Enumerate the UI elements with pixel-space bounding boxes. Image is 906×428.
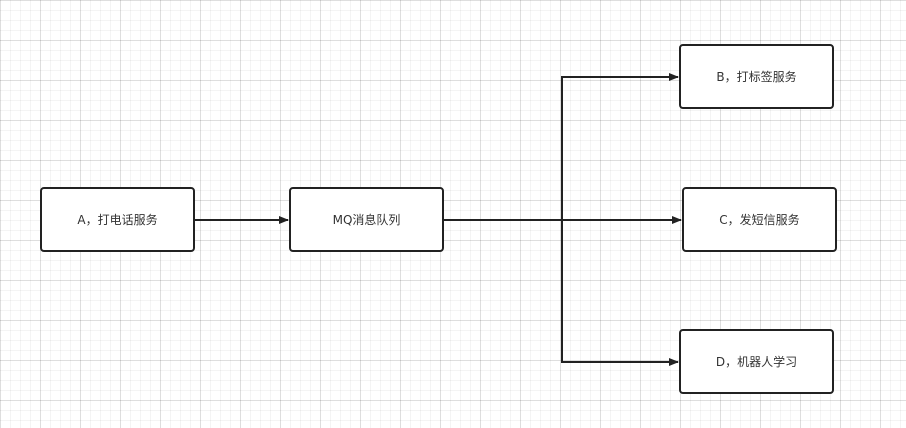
node-phone-call-service[interactable]: A，打电话服务 bbox=[40, 187, 195, 252]
node-label: B，打标签服务 bbox=[716, 70, 797, 84]
node-robot-learning[interactable]: D，机器人学习 bbox=[679, 329, 834, 394]
node-label: D，机器人学习 bbox=[715, 355, 798, 369]
node-mq-message-queue[interactable]: MQ消息队列 bbox=[289, 187, 444, 252]
node-label: MQ消息队列 bbox=[332, 213, 401, 227]
node-tagging-service[interactable]: B，打标签服务 bbox=[679, 44, 834, 109]
node-label: C，发短信服务 bbox=[719, 213, 800, 227]
edge-mq-to-b bbox=[561, 73, 679, 220]
edge-mq-to-d bbox=[561, 220, 679, 366]
node-sms-service[interactable]: C，发短信服务 bbox=[682, 187, 837, 252]
node-label: A，打电话服务 bbox=[77, 213, 158, 227]
